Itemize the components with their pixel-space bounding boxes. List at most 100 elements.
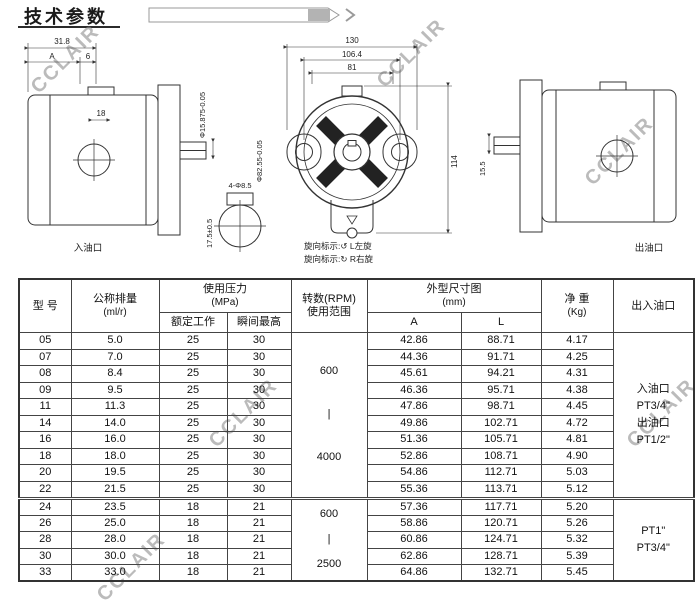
cell-model: 26 [18,514,72,532]
cell-weight: 4.38 [540,381,614,399]
dim-label-shaft-dia: Φ15.875-0.05 [198,92,207,138]
mounting-flange [519,79,543,233]
cell-displacement: 5.0 [70,332,160,350]
col-header-dim-a: A [366,312,462,333]
cell-dim-l: 102.71 [460,414,542,432]
technical-drawings: 31.8 A 6 18 Φ15.875-0.05 4-Φ8.5 17.5±0.5… [24,36,677,264]
col-header-pressure: 使用压力 (MPa) [158,278,292,313]
cell-max-pressure: 30 [226,480,292,499]
cell-dim-l: 88.71 [460,332,542,350]
cell-max-pressure: 30 [226,398,292,416]
cell-max-pressure: 21 [226,564,292,582]
cell-dim-l: 112.71 [460,464,542,482]
spec-table: 型 号 公称排量 (ml/r) 使用压力 (MPa) 转数(RPM) 使用范围 … [18,278,695,582]
cell-weight: 5.32 [540,531,614,549]
cell-model: 16 [18,431,72,449]
dim-label-4-holes: 4-Φ8.5 [228,181,251,190]
cell-weight: 4.90 [540,447,614,465]
cell-model: 05 [18,332,72,350]
col-header-model: 型 号 [18,278,72,333]
cell-weight: 4.81 [540,431,614,449]
cell-displacement: 14.0 [70,414,160,432]
cell-dim-a: 55.36 [366,480,462,499]
cell-weight: 5.26 [540,514,614,532]
cell-dim-a: 49.86 [366,414,462,432]
deco-arrow-band [148,7,340,23]
cell-rated-pressure: 25 [158,464,228,482]
deco-chevron-icon [345,8,356,22]
cell-rated-pressure: 25 [158,365,228,383]
cell-model: 14 [18,414,72,432]
cell-dim-l: 91.71 [460,348,542,366]
cell-model: 20 [18,464,72,482]
cell-displacement: 8.4 [70,365,160,383]
col-header-weight: 净 重 (Kg) [540,278,614,333]
cell-model: 33 [18,564,72,582]
dim-label-114: 114 [450,155,459,168]
cell-dim-a: 46.36 [366,381,462,399]
cell-rated-pressure: 25 [158,447,228,465]
cell-max-pressure: 30 [226,431,292,449]
cell-displacement: 30.0 [70,547,160,565]
col-header-dimensions: 外型尺寸图 (mm) [366,278,542,313]
cell-rated-pressure: 25 [158,332,228,350]
cell-rated-pressure: 18 [158,514,228,532]
cell-rated-pressure: 18 [158,547,228,565]
page-title: 技术参数 [24,7,108,27]
cell-max-pressure: 30 [226,414,292,432]
cell-dim-l: 105.71 [460,431,542,449]
cell-displacement: 21.5 [70,480,160,499]
dim-label-15-5: 15.5 [478,161,487,176]
cell-model: 08 [18,365,72,383]
cell-dim-a: 64.86 [366,564,462,582]
cell-weight: 4.31 [540,365,614,383]
outlet-side-view: 15.5 出油口 [478,79,677,254]
dim-label-17-5: 17.5±0.5 [205,219,214,248]
cell-displacement: 23.5 [70,496,160,516]
cell-dim-a: 45.61 [366,365,462,383]
cell-displacement: 9.5 [70,381,160,399]
cell-dim-l: 95.71 [460,381,542,399]
cell-weight: 5.03 [540,464,614,482]
cell-dim-a: 51.36 [366,431,462,449]
cell-dim-a: 58.86 [366,514,462,532]
dim-label-pilot-dia: Φ82.55-0.05 [255,140,264,182]
cell-dim-l: 94.21 [460,365,542,383]
cell-max-pressure: 30 [226,332,292,350]
cell-rated-pressure: 25 [158,398,228,416]
cell-dim-l: 108.71 [460,447,542,465]
cell-model: 22 [18,480,72,499]
cell-weight: 5.39 [540,547,614,565]
cell-max-pressure: 30 [226,348,292,366]
cell-weight: 4.17 [540,332,614,350]
cell-rated-pressure: 25 [158,348,228,366]
rotation-note-right: 旋向标示:↻ R右旋 [304,254,373,264]
cell-dim-l: 117.71 [460,496,542,516]
cell-weight: 5.45 [540,564,614,582]
cell-dim-a: 42.86 [366,332,462,350]
cell-displacement: 18.0 [70,447,160,465]
cell-dim-a: 54.86 [366,464,462,482]
cell-max-pressure: 30 [226,365,292,383]
cell-rated-pressure: 18 [158,564,228,582]
cell-rated-pressure: 25 [158,480,228,499]
cell-max-pressure: 21 [226,496,292,516]
cell-dim-l: 120.71 [460,514,542,532]
outlet-port-label: 出油口 [635,242,664,254]
cell-model: 11 [18,398,72,416]
dim-label-6: 6 [86,52,91,61]
cell-displacement: 33.0 [70,564,160,582]
cell-weight: 5.20 [540,496,614,516]
cell-dim-a: 47.86 [366,398,462,416]
cell-dim-a: 60.86 [366,531,462,549]
cell-dim-a: 62.86 [366,547,462,565]
front-view: 130 106.4 81 [255,36,459,264]
